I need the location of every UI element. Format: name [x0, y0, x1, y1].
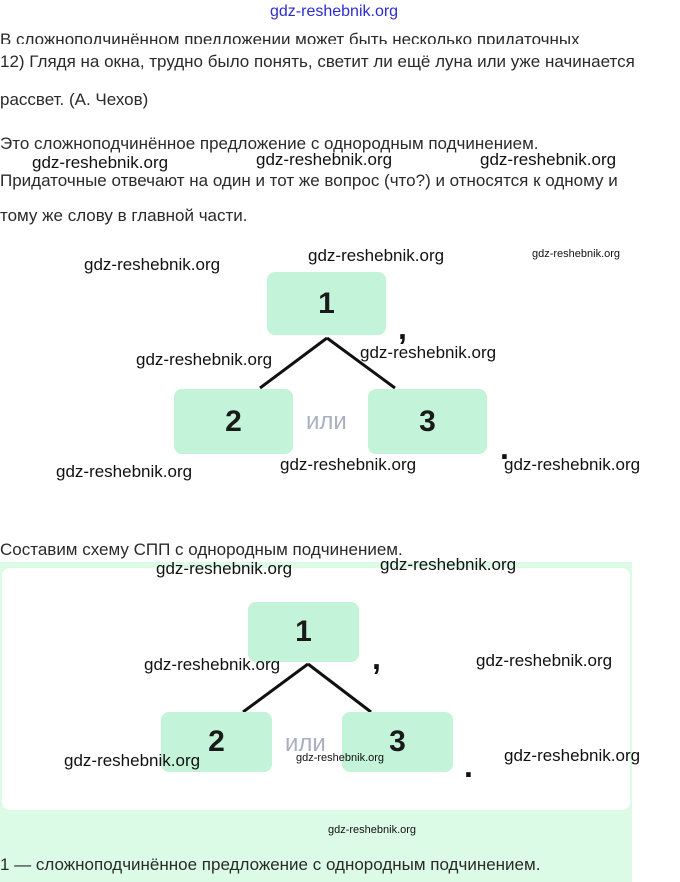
- watermark: gdz-reshebnik.org: [144, 655, 281, 674]
- diagram1-conjunction: или: [306, 408, 347, 435]
- watermark: gdz-reshebnik.org: [156, 559, 293, 578]
- watermark: gdz-reshebnik.org: [280, 455, 417, 474]
- watermark: gdz-reshebnik.org: [480, 150, 617, 169]
- watermark: gdz-reshebnik.org: [308, 246, 445, 265]
- watermark: gdz-reshebnik.org: [32, 153, 169, 172]
- cut-text-line: В сложноподчинённом предложении может бы…: [0, 30, 580, 44]
- bottom-text: 1 — сложноподчинённое предложение с одно…: [0, 855, 541, 874]
- diagram2-dot: .: [464, 748, 473, 784]
- task-line-2: рассвет. (А. Чехов): [0, 90, 149, 109]
- watermark: gdz-reshebnik.org: [328, 824, 417, 836]
- watermark: gdz-reshebnik.org: [256, 150, 393, 169]
- watermark: gdz-reshebnik.org: [136, 350, 273, 369]
- branch-line-left: [259, 336, 328, 390]
- diagram1-subclause-2: 2: [174, 389, 293, 454]
- diagram1-subclause-3: 3: [368, 389, 487, 454]
- watermark: gdz-reshebnik.org: [296, 752, 385, 764]
- diagram2-subclause-3: 3: [342, 712, 453, 772]
- explanation-line-1: Это сложноподчинённое предложение с одно…: [0, 134, 539, 153]
- diagram2-main-clause: 1: [248, 602, 359, 662]
- diagram1-comma: ,: [398, 310, 407, 346]
- branch-line-right: [326, 336, 396, 390]
- watermark: gdz-reshebnik.org: [64, 751, 201, 770]
- diagram2-subclause-2: 2: [161, 712, 272, 772]
- diagram1-main-clause: 1: [267, 272, 386, 335]
- watermark: gdz-reshebnik.org: [84, 255, 221, 274]
- diagram1-dot: .: [500, 430, 509, 466]
- watermark: gdz-reshebnik.org: [504, 455, 641, 474]
- explanation-line-3: тому же слову в главной части.: [0, 206, 248, 225]
- diagram2-comma: ,: [372, 640, 381, 676]
- branch-line-right: [307, 662, 372, 714]
- watermark: gdz-reshebnik.org: [380, 555, 517, 574]
- task-line-1: 12) Глядя на окна, трудно было понять, с…: [0, 52, 635, 71]
- watermark: gdz-reshebnik.org: [476, 651, 613, 670]
- watermark: gdz-reshebnik.org: [504, 746, 641, 765]
- watermark: gdz-reshebnik.org: [532, 248, 621, 260]
- watermark: gdz-reshebnik.org: [360, 343, 497, 362]
- branch-line-left: [242, 662, 309, 714]
- scheme-intro: Составим схему СПП с однородным подчинен…: [0, 540, 403, 559]
- diagram2-conjunction: или: [285, 730, 326, 757]
- site-link[interactable]: gdz-reshebnik.org: [270, 3, 399, 20]
- explanation-line-2: Придаточные отвечают на один и тот же во…: [0, 171, 618, 190]
- watermark: gdz-reshebnik.org: [56, 462, 193, 481]
